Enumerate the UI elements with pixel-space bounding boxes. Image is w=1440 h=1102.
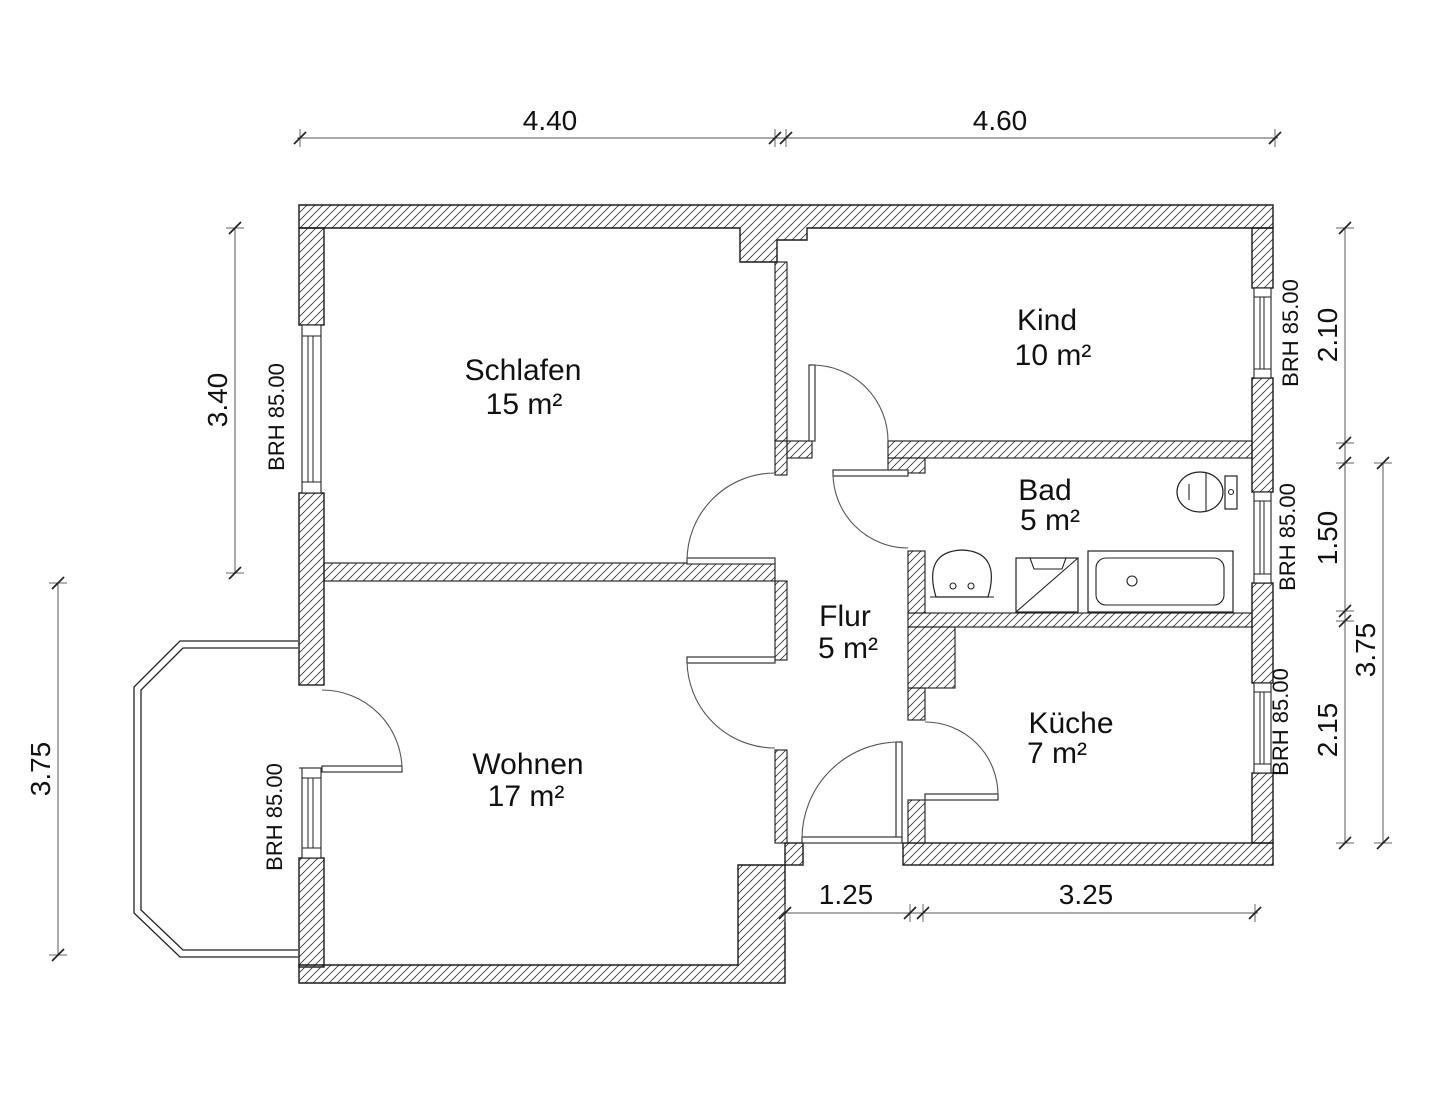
wall-top [298,204,1274,263]
dimension-lines [48,128,1393,962]
dim-top-right: 4.60 [973,105,1028,136]
wall-bad-kueche [907,612,1253,628]
wall-bottom-left [298,864,786,984]
room-area-flur: 5 m² [818,632,878,665]
wall-schlafen-flur [774,440,788,476]
dim-left-lower: 3.75 [25,742,56,797]
room-label-bad: Bad [1018,474,1071,507]
windows [299,287,1272,859]
dim-bottom-right: 3.25 [1059,879,1114,910]
dim-right-bad: 1.50 [1312,511,1343,566]
dimension-labels: 4.40 4.60 3.40 3.75 2.10 1.50 2.15 3.75 … [25,105,1381,910]
door-entrance [801,741,903,844]
wall-right-2 [1251,377,1274,493]
room-area-kind: 10 m² [1015,339,1092,372]
wall-flur-bad [907,550,926,614]
wall-kind-bottom-left [786,440,813,459]
wall-right-4 [1251,772,1274,844]
window-wohnen [301,767,322,859]
bath-fixtures [930,471,1238,613]
wall-schlafen-kind [774,261,788,442]
brh-label-kueche: BRH 85.00 [1268,668,1293,776]
door-bad [832,469,909,549]
brh-label-bad: BRH 85.00 [1275,483,1300,591]
brh-label-kind: BRH 85.00 [1278,279,1303,387]
dim-bottom-left: 1.25 [819,879,874,910]
window-schlafen [301,324,322,494]
room-label-schlafen: Schlafen [465,354,582,387]
doors [321,364,999,844]
dim-right-kueche: 2.15 [1312,703,1343,758]
wall-right-1 [1251,227,1274,289]
wall-bottom-right [902,842,1274,866]
room-label-kind: Kind [1017,304,1077,337]
room-label-flur: Flur [819,600,871,633]
wall-flur-kueche-upper [907,687,926,721]
wall-kueche-notch [907,626,956,689]
room-area-wohnen: 17 m² [488,780,565,813]
brh-label-schlafen: BRH 85.00 [264,363,289,471]
door-schlafen [686,472,776,565]
window-bad [1253,491,1272,584]
door-kind [808,364,889,442]
brh-label-wohnen: BRH 85.00 [262,763,287,871]
room-area-bad: 5 m² [1020,504,1080,537]
wall-kind-bottom-right [887,440,1253,459]
door-wohnen [686,656,776,749]
wall-left-3 [298,857,325,968]
wall-schlafen-wohnen [323,562,776,582]
door-kueche [924,721,999,801]
room-label-wohnen: Wohnen [472,748,583,781]
room-area-kueche: 7 m² [1027,737,1087,770]
wall-left-2 [298,492,325,686]
dim-right-total: 3.75 [1350,623,1381,678]
wall-left-1 [298,227,325,326]
room-label-kueche: Küche [1028,707,1113,740]
door-balcony [321,689,403,773]
interior-walls [323,261,1253,844]
dim-top-left: 4.40 [523,105,578,136]
window-kueche [1253,682,1272,774]
wall-wohnen-flur-lower [774,749,788,844]
wall-bottom-stub [784,842,804,866]
wall-right-3 [1251,582,1274,684]
brh-labels: BRH 85.00 BRH 85.00 BRH 85.00 BRH 85.00 … [262,279,1303,871]
room-labels: Schlafen 15 m² Kind 10 m² Bad 5 m² Flur … [465,304,1114,813]
bay-window [133,640,298,958]
wall-flur-kueche-lower [907,799,926,844]
washing-machine [1015,557,1079,613]
window-kind [1253,287,1272,379]
room-area-schlafen: 15 m² [486,388,563,421]
wall-wohnen-flur-upper [774,580,788,661]
toilet [1176,471,1238,513]
dim-left-upper: 3.40 [202,373,233,428]
sink [930,549,994,598]
dim-right-kind: 2.10 [1312,308,1343,363]
bathtub [1087,550,1234,613]
exterior-walls [298,204,1274,984]
